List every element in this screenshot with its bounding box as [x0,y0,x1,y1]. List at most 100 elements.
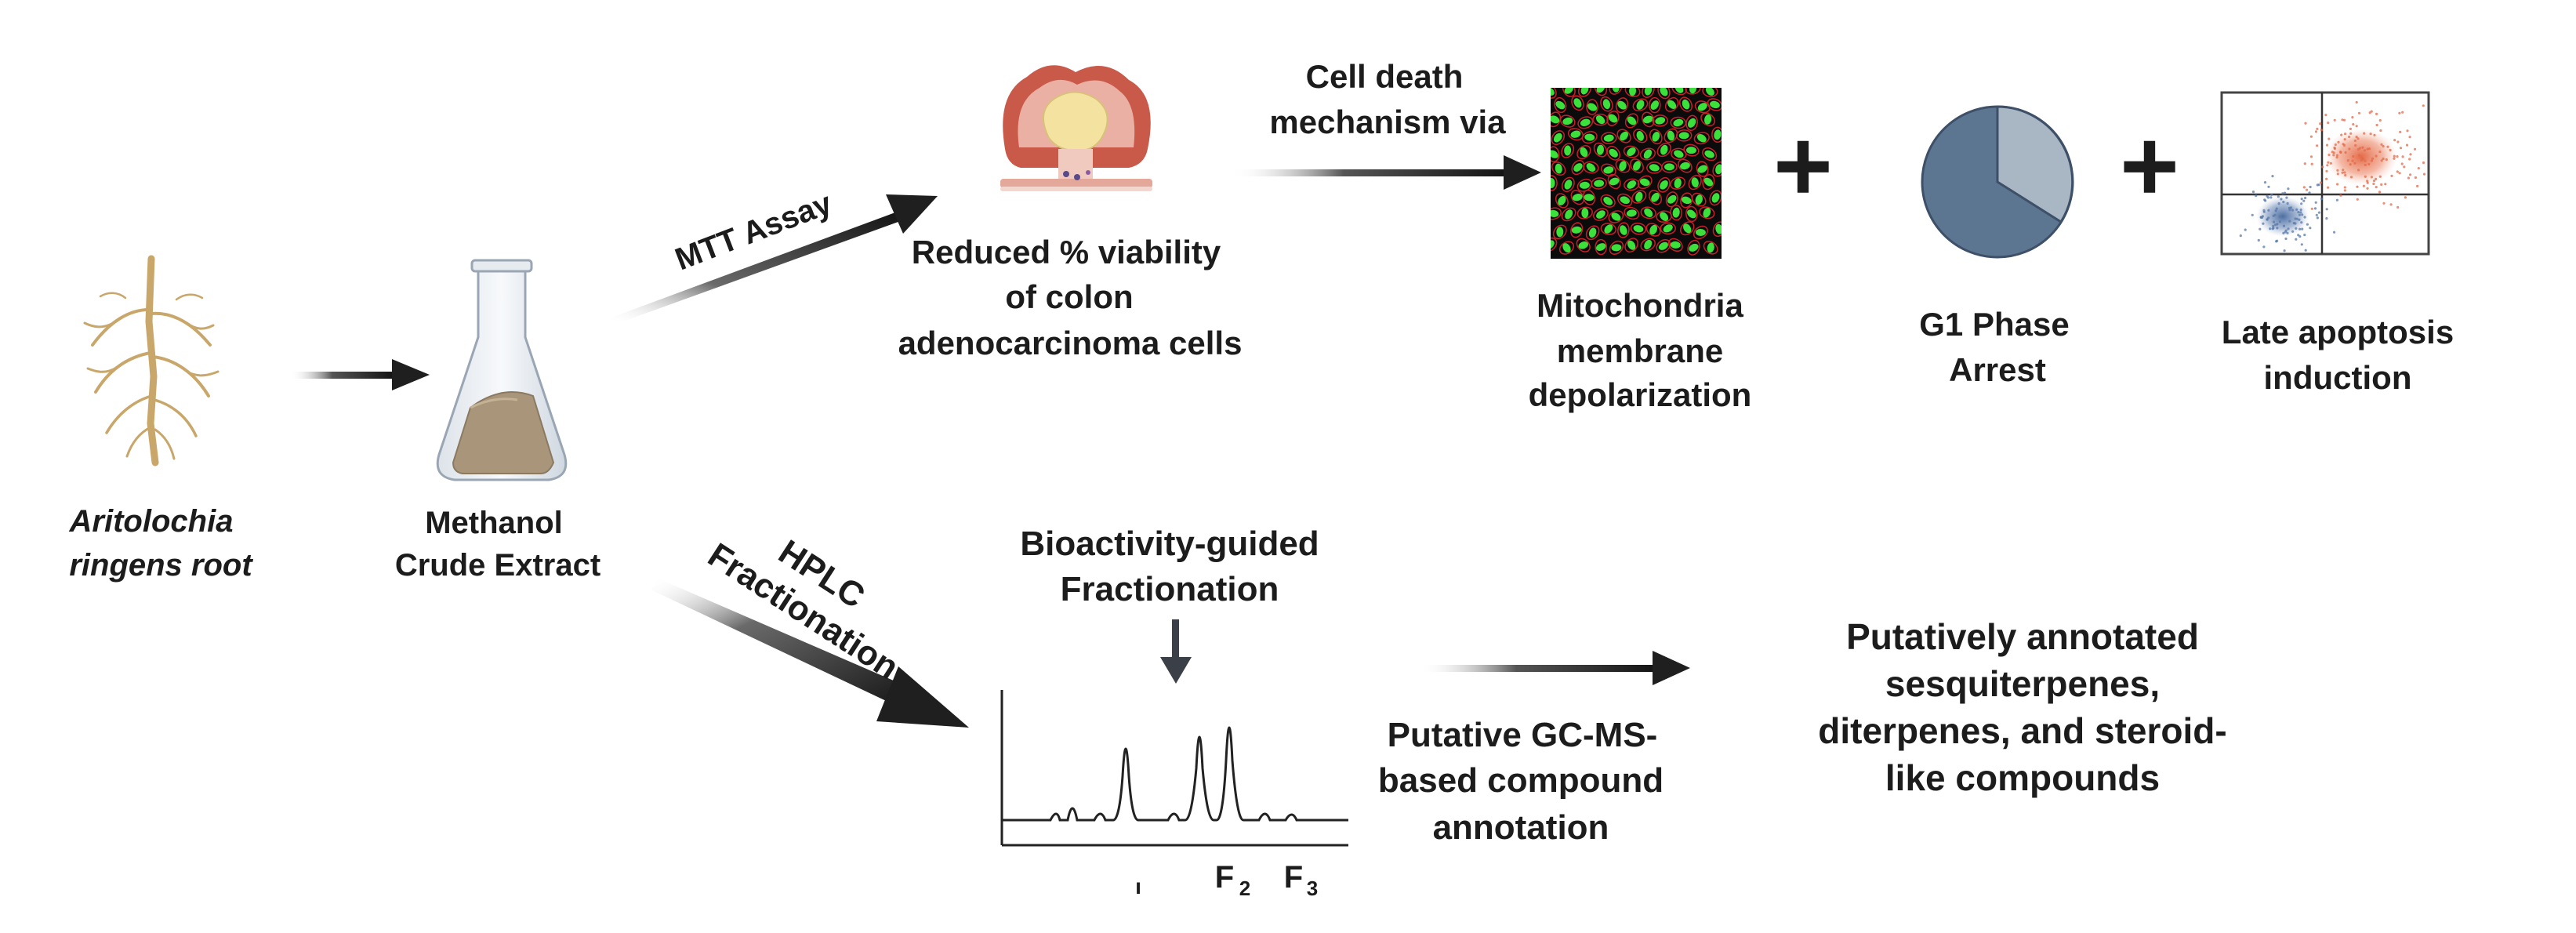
cell-membrane [1616,129,1631,143]
cell-membrane [1685,114,1698,131]
scatter-dot [2264,199,2267,202]
scatter-dot [2336,183,2339,186]
cell-nucleus [1558,195,1566,205]
hplc-arrow [651,579,969,728]
scatter-dot [2348,147,2351,151]
cell-nucleus [1587,103,1598,111]
bioactivity-line2: Fractionation [1061,570,1279,608]
fraction-f2-letter: F [1215,860,1234,895]
scatter-dot [2416,184,2419,187]
scatter-dot [2351,116,2354,119]
cell-nucleus [1629,88,1637,96]
scatter-dot [2280,198,2283,201]
scatter-dot [2370,176,2373,179]
scatter-dot [2342,143,2346,147]
cell-nucleus [1609,148,1618,158]
cell-membrane [1679,221,1695,236]
cell-nucleus [1681,196,1692,205]
scatter-dot [2298,227,2302,231]
cell-nucleus [1714,129,1722,140]
cell-nucleus [1565,209,1573,220]
cell-membrane [1609,88,1623,95]
cell-membrane [1661,161,1678,173]
cell-nucleus [1627,180,1637,189]
scatter-dot [2348,135,2351,139]
cell-nucleus [1715,223,1722,234]
scatter-dot [2346,159,2349,162]
cell-membrane [1562,88,1576,97]
cell-membrane [1583,161,1599,174]
scatter-dot [2239,234,2242,238]
cell-membrane [1670,204,1682,221]
cell-nucleus [1703,177,1714,187]
scatter-dot [2336,172,2339,176]
scatter-dot [2380,159,2383,162]
scatter-dot [2362,158,2365,161]
scatter-dot [2385,158,2388,162]
cell-membrane [1667,238,1683,252]
scatter-dot [2352,123,2355,126]
cell-membrane [1551,207,1562,220]
cell-membrane [1685,205,1698,223]
scatter-dot [2281,192,2284,195]
cell-membrane [1671,147,1687,161]
cell-membrane [1551,88,1557,99]
cell-membrane [1680,192,1693,209]
cell-membrane [1607,173,1621,190]
scatter-dot [2364,163,2367,166]
cell-nucleus [1633,225,1644,233]
g1-line2: Arrest [1949,351,2046,388]
scatter-dot [2284,191,2287,194]
cell-membrane [1711,126,1722,143]
apoptosis-line1: Late apoptosis [2222,314,2454,350]
scatter-dot [2314,130,2318,133]
cell-membrane [1642,111,1655,128]
scatter-dot [2389,148,2392,152]
cell-membrane [1595,238,1607,256]
cell-nucleus [1573,98,1582,108]
cell-membrane [1558,241,1575,255]
scatter-dot [2343,118,2346,122]
cell-membrane [1649,96,1661,114]
cell-membrane [1640,238,1656,252]
scatter-dot [2303,162,2306,165]
cell-membrane [1592,113,1609,126]
cell-membrane [1561,176,1575,193]
scatter-dot [2321,165,2324,169]
scatter-dot [2343,186,2346,189]
scatter-dot [2371,157,2375,160]
scatter-dot [2283,249,2286,252]
scatter-dot [2276,227,2279,230]
cell-membrane [1561,143,1575,158]
scatter-dot [2320,198,2324,201]
cell-membrane [1702,88,1718,98]
scatter-dot [2356,137,2360,140]
mito-line2: membrane [1557,332,1723,369]
scatter-dot [2288,220,2291,223]
scatter-dot [2344,133,2347,136]
cell-nucleus [1687,118,1696,128]
cell-membrane [1585,225,1600,241]
scatter-dot [2298,235,2302,238]
scatter-dot [2333,146,2336,149]
cell-membrane [1700,112,1716,127]
scatter-dot [2262,222,2265,225]
scatter-dot [2298,218,2301,221]
scatter-dot [2304,249,2307,252]
cell-membrane [1624,238,1638,253]
cell-nucleus [1578,241,1589,249]
cell-nucleus [1683,223,1692,234]
flow-cytometry-scatter-icon [2220,91,2430,256]
scatter-dot [2314,201,2317,204]
cell-membrane [1660,222,1677,235]
scatter-dot [2380,143,2383,146]
scatter-dot [2404,196,2407,199]
scatter-dot [2326,164,2329,167]
cell-nucleus [1580,88,1589,95]
scatter-dot [2316,183,2319,187]
scatter-dot [2380,183,2383,186]
scatter-dot [2378,191,2382,194]
scatter-dot [2357,154,2360,157]
scatter-dot [2344,173,2347,177]
cell-membrane [1570,190,1584,205]
